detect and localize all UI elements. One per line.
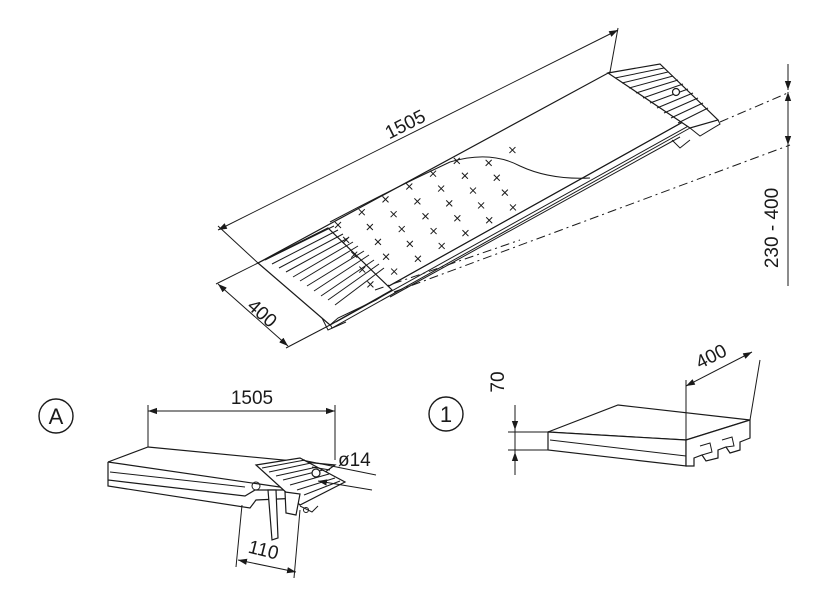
detail-1-marker: 1 bbox=[428, 396, 464, 432]
anti-slip-cross bbox=[390, 268, 398, 275]
anti-slip-cross bbox=[342, 236, 350, 244]
anti-slip-cross bbox=[406, 240, 414, 248]
anti-slip-cross bbox=[462, 229, 469, 237]
support-line-upper bbox=[719, 91, 791, 123]
detail-1-height-dimension: 70 bbox=[488, 371, 548, 475]
detail-a-diameter-dimension: ø14 bbox=[301, 450, 377, 491]
detail-1-marker-text: 1 bbox=[440, 402, 452, 427]
detail-a-marker: A bbox=[38, 398, 74, 434]
detail-a-diameter-label: ø14 bbox=[338, 450, 371, 471]
detail-a-pin bbox=[311, 468, 321, 478]
detail-1-profile bbox=[547, 404, 751, 467]
anti-slip-cross bbox=[382, 253, 390, 261]
main-length-label: 1505 bbox=[382, 106, 429, 144]
anti-slip-cross bbox=[350, 251, 358, 259]
main-height-dimension: 230 - 400 bbox=[762, 64, 792, 286]
anti-slip-cross bbox=[358, 266, 366, 273]
detail-1-height-label: 70 bbox=[488, 371, 509, 392]
anti-slip-cross bbox=[438, 242, 446, 250]
detail-a-length-dimension: 1505 bbox=[147, 388, 336, 460]
anti-slip-cross bbox=[374, 238, 382, 246]
anti-slip-cross bbox=[414, 255, 422, 263]
detail-a-hook-dimension: 110 bbox=[235, 504, 301, 579]
detail-1-width-label: 400 bbox=[693, 341, 731, 374]
detail-a-profile bbox=[107, 446, 347, 541]
detail-a-length-label: 1505 bbox=[231, 388, 273, 409]
height-range-label: 230 - 400 bbox=[762, 188, 783, 268]
top-groove-lines bbox=[614, 67, 709, 124]
detail-a-hook-label: 110 bbox=[246, 537, 280, 565]
bottom-groove-lines bbox=[264, 225, 385, 306]
detail-a-marker-text: A bbox=[49, 404, 64, 429]
detail-a-hook bbox=[267, 489, 279, 541]
main-ramp-view bbox=[256, 63, 791, 331]
top-pin bbox=[671, 87, 681, 97]
main-width-label: 400 bbox=[243, 296, 281, 333]
anti-slip-cross bbox=[367, 281, 374, 288]
detail-a-grooves bbox=[261, 459, 341, 496]
